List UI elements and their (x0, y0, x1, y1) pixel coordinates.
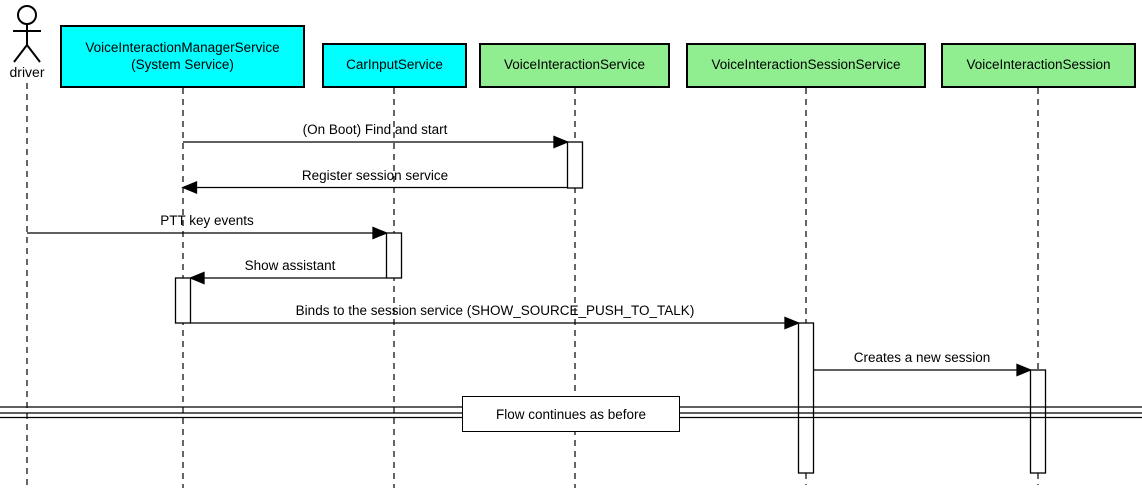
participant-voice-interaction-manager-service: VoiceInteractionManagerService (System S… (60, 25, 305, 88)
participant-label: CarInputService (346, 57, 443, 73)
activation-voice-interaction-session-service (797, 322, 815, 474)
message-arrows (27, 135, 1033, 377)
message-label-show-assistant: Show assistant (244, 258, 336, 273)
participant-label: VoiceInteractionManagerService (System S… (85, 39, 280, 72)
arrow-creates-a-new-session (813, 363, 1033, 377)
arrow-show-assistant (188, 271, 387, 285)
participant-label: VoiceInteractionService (503, 57, 646, 73)
arrow-ptt-key-events (27, 226, 389, 240)
message-label-on-boot-find-and-start: (On Boot) Find and start (302, 122, 448, 137)
message-label-register-session-service: Register session service (301, 168, 449, 183)
activation-bars (174, 141, 1047, 474)
activation-voice-interaction-session (1029, 369, 1047, 474)
participant-voice-interaction-session: VoiceInteractionSession (941, 43, 1136, 88)
arrow-on-boot-find-and-start (183, 135, 570, 149)
participant-label: VoiceInteractionSession (966, 57, 1111, 73)
activation-voice-interaction-manager-service (174, 277, 192, 324)
arrow-register-session-service (181, 181, 568, 194)
actor-icon (13, 5, 41, 63)
activation-voice-interaction-service (566, 141, 584, 189)
message-label-creates-a-new-session: Creates a new session (853, 350, 991, 365)
actor-label-driver: driver (9, 64, 45, 80)
divider-label: Flow continues as before (495, 406, 647, 422)
message-label-binds-to-session-service: Binds to the session service (SHOW_SOURC… (295, 303, 695, 318)
participant-label: VoiceInteractionSessionService (711, 57, 901, 73)
participant-voice-interaction-session-service: VoiceInteractionSessionService (686, 43, 926, 88)
message-label-ptt-key-events: PTT key events (160, 213, 254, 228)
divider-label-box: Flow continues as before (462, 396, 680, 432)
arrow-binds-to-session-service (190, 316, 801, 330)
participant-car-input-service: CarInputService (322, 43, 467, 88)
participant-voice-interaction-service: VoiceInteractionService (479, 43, 670, 88)
activation-car-input-service (385, 232, 403, 279)
